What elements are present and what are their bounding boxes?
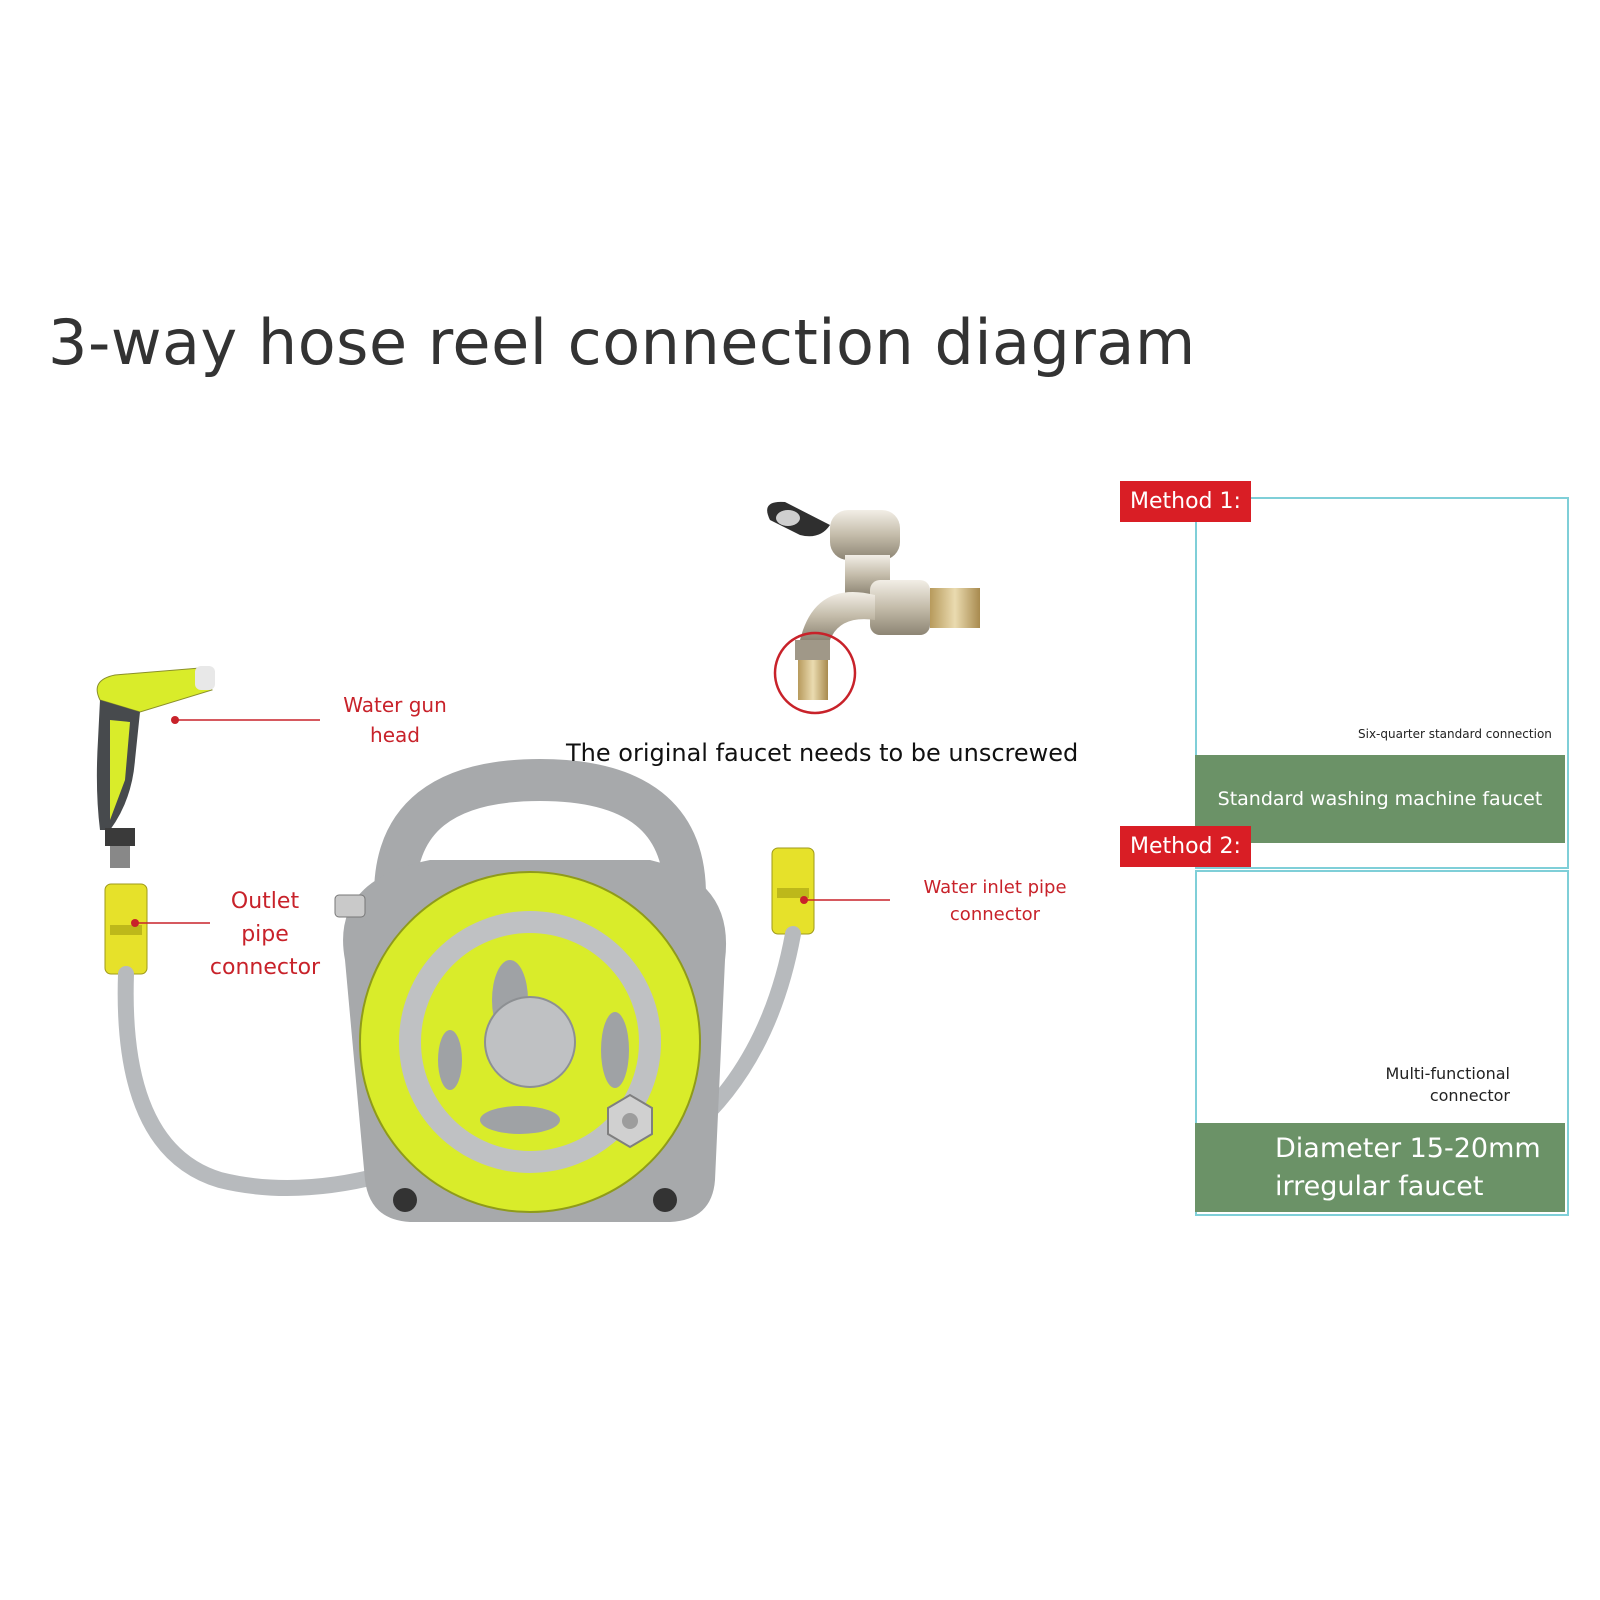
method1-connection-note: Six-quarter standard connection: [1358, 727, 1552, 741]
method2-caption-line2: irregular faucet: [1275, 1170, 1484, 1202]
outlet-hose: [117, 966, 408, 1196]
unscrew-highlight-circle: [773, 631, 857, 715]
method1-caption: Standard washing machine faucet: [1195, 755, 1565, 843]
method2-connector-note: Multi-functional connector: [1385, 1064, 1511, 1106]
hose-reel-icon: [334, 758, 727, 1222]
faucet-original-icon: [767, 501, 980, 700]
method2-caption: Diameter 15-20mm irregular faucet: [1195, 1123, 1565, 1212]
inlet-connector-label: Water inlet pipe connector: [923, 877, 1067, 925]
outlet-connector-label: Outlet pipe connector: [209, 889, 321, 980]
unscrew-note: The original faucet needs to be unscrewe…: [566, 739, 1079, 767]
water-gun-icon: [96, 666, 215, 868]
water-gun-head-label: Water gun head: [343, 693, 447, 747]
inlet-connector-icon: [771, 847, 815, 935]
method1-tag: Method 1:: [1120, 481, 1251, 522]
method2-tag: Method 2:: [1120, 826, 1251, 867]
method2-caption-line1: Diameter 15-20mm: [1275, 1132, 1541, 1164]
page-title: 3-way hose reel connection diagram: [48, 306, 1196, 379]
leader-lines: [131, 716, 890, 927]
outlet-connector-icon: [104, 883, 148, 975]
